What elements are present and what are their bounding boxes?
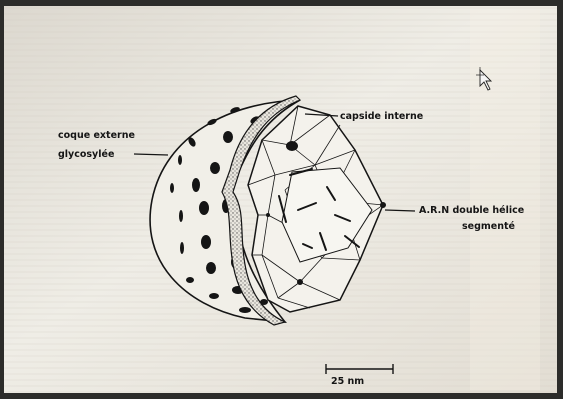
label-segmente: segmenté (462, 221, 515, 232)
label-glycosylee: glycosylée (58, 149, 114, 160)
label-coque-externe: coque externe (58, 130, 135, 141)
label-capside-interne: capside interne (340, 111, 423, 122)
scale-bar-label: 25 nm (331, 376, 364, 387)
label-arn: A.R.N double hélice (419, 205, 524, 216)
